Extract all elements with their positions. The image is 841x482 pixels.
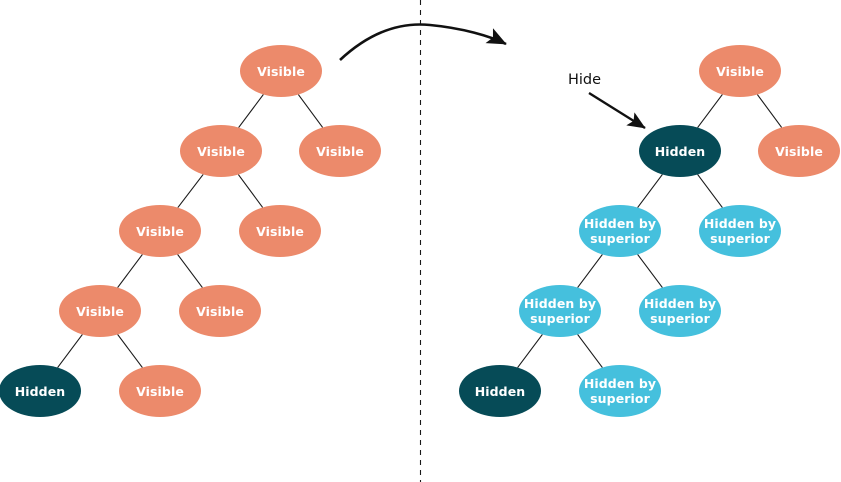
hide-pointer-arrow <box>588 91 646 130</box>
tree-edge <box>117 334 143 368</box>
tree-node-visible[interactable]: Visible <box>179 285 261 337</box>
tree-edge <box>238 94 264 128</box>
tree-edge <box>117 254 143 288</box>
tree-node-visible[interactable]: Visible <box>758 125 840 177</box>
tree-edge <box>697 94 723 128</box>
tree-edge <box>756 94 783 128</box>
tree-edge <box>297 94 324 128</box>
tree-edge <box>697 174 723 208</box>
tree-node-visible[interactable]: Visible <box>119 365 201 417</box>
tree-node-visible[interactable]: Visible <box>180 125 262 177</box>
tree-node-visible[interactable]: Visible <box>240 45 322 97</box>
tree-node-visible[interactable]: Visible <box>59 285 141 337</box>
tree-edge <box>237 174 264 208</box>
tree-node-hidden-by-superior[interactable]: Hidden by superior <box>639 285 721 337</box>
tree-edge <box>177 254 203 288</box>
tree-node-hidden-by-superior[interactable]: Hidden by superior <box>699 205 781 257</box>
tree-edge <box>57 334 83 368</box>
tree-edge <box>517 334 543 368</box>
tree-edge <box>177 174 204 208</box>
tree-edge <box>637 254 663 288</box>
tree-node-hidden-by-superior[interactable]: Hidden by superior <box>519 285 601 337</box>
tree-node-visible[interactable]: Visible <box>239 205 321 257</box>
tree-node-visible[interactable]: Visible <box>119 205 201 257</box>
tree-node-hidden[interactable]: Hidden <box>0 365 81 417</box>
tree-edge <box>637 174 663 208</box>
hide-annotation-label: Hide <box>568 72 602 88</box>
tree-node-hidden-by-superior[interactable]: Hidden by superior <box>579 205 661 257</box>
tree-node-visible[interactable]: Visible <box>699 45 781 97</box>
tree-node-hidden-by-superior[interactable]: Hidden by superior <box>579 365 661 417</box>
tree-node-hidden[interactable]: Hidden <box>639 125 721 177</box>
tree-edge <box>577 334 603 368</box>
tree-node-visible[interactable]: Visible <box>299 125 381 177</box>
tree-edge <box>577 254 603 288</box>
curved-transition-arrow <box>339 23 507 61</box>
tree-node-hidden[interactable]: Hidden <box>459 365 541 417</box>
